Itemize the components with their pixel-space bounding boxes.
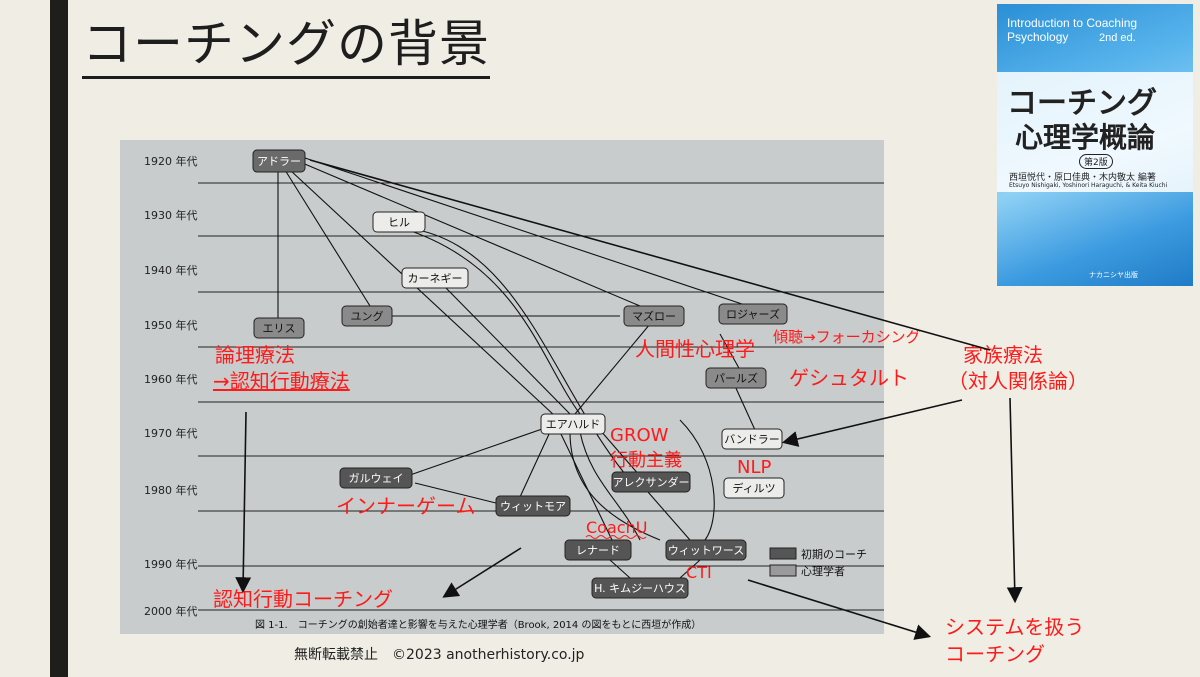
node-dilts: ディルツ (723, 477, 785, 499)
annotation-coachu: CoachU (586, 518, 647, 537)
annotation-cti: CTI (686, 563, 712, 582)
book-title-jp-2: 心理学概論 (1015, 121, 1156, 154)
decade-label: 1980 年代 (144, 483, 198, 497)
slide-title: コーチングの背景 (82, 14, 490, 79)
legend-label-psych: 心理学者 (801, 564, 845, 578)
decade-label: 1960 年代 (144, 372, 198, 386)
annotation-cognitive-coaching: 認知行動コーチング (213, 587, 393, 611)
decade-label: 1940 年代 (144, 263, 198, 277)
annotation-cbt: →認知行動療法 (213, 369, 350, 393)
decade-label: 1920 年代 (144, 154, 198, 168)
book-authors-en: Etsuyo Nishigaki, Yoshinori Haraguchi, &… (1009, 182, 1168, 189)
node-rogers: ロジャーズ (718, 303, 788, 325)
annotation-inner-game: インナーゲーム (336, 494, 475, 518)
annotation-grow: GROW (610, 425, 669, 446)
annotation-focusing: 傾聴→フォーカシング (773, 328, 921, 346)
book-title-jp-1: コーチング (1007, 86, 1157, 121)
legend-swatch-psych (769, 564, 797, 577)
decade-label: 1930 年代 (144, 208, 198, 222)
decade-label: 2000 年代 (144, 604, 198, 618)
coachu-underline (585, 535, 647, 539)
node-adler: アドラー (252, 149, 306, 173)
decade-labels: 1920 年代 1930 年代 1940 年代 1950 年代 1960 年代 … (144, 154, 198, 618)
annotation-arrows (235, 159, 1023, 640)
book-authors-jp: 西垣悦代・原口佳典・木内敬太 編著 (1009, 173, 1156, 183)
svg-text:レナード: レナード (576, 544, 620, 557)
svg-text:パールズ: パールズ (714, 371, 758, 385)
node-gallwey: ガルウェイ (339, 467, 413, 489)
book-cover-band (997, 72, 1193, 192)
red-annotations: 論理療法 →認知行動療法 傾聴→フォーカシング 人間性心理学 ゲシュタルト 家族… (213, 328, 1088, 666)
node-bandler: バンドラー (721, 428, 783, 450)
book-edition-en: 2nd ed. (1099, 32, 1136, 44)
annotation-family-therapy-sub: （対人関係論） (948, 369, 1088, 393)
legend-swatch-early (769, 547, 797, 560)
decade-label: 1950 年代 (144, 318, 198, 332)
decade-gridlines (198, 182, 884, 611)
svg-text:ユング: ユング (351, 309, 384, 323)
node-hill: ヒル (372, 211, 426, 233)
slide-sidebar-bar (50, 0, 68, 677)
svg-text:アドラー: アドラー (257, 155, 301, 168)
node-whitworth: ウィットワース (665, 539, 747, 561)
svg-text:H. キムジーハウス: H. キムジーハウス (594, 582, 686, 595)
svg-text:アレクサンダー: アレクサンダー (613, 475, 690, 489)
annotation-rebt: 論理療法 (215, 343, 295, 367)
book-edition-jp: 第2版 (1079, 154, 1113, 169)
svg-text:ヒル: ヒル (388, 216, 410, 229)
diagram-legend: 初期のコーチ 心理学者 (769, 547, 867, 578)
influence-lines (277, 157, 756, 579)
annotation-systems-coaching-1: システムを扱う (945, 615, 1084, 639)
node-leonard: レナード (564, 539, 632, 561)
svg-text:カーネギー: カーネギー (408, 272, 463, 285)
node-erhard: エアハルド (540, 413, 606, 435)
svg-text:ロジャーズ: ロジャーズ (726, 307, 780, 321)
node-jung: ユング (341, 305, 393, 327)
decade-label: 1970 年代 (144, 426, 198, 440)
node-whitmore: ウィットモア (495, 495, 571, 517)
annotation-behaviorism: 行動主義 (610, 450, 682, 471)
svg-text:マズロー: マズロー (632, 309, 676, 323)
node-maslow: マズロー (623, 305, 685, 327)
annotation-systems-coaching-2: コーチング (945, 642, 1045, 666)
svg-text:エアハルド: エアハルド (546, 418, 601, 431)
node-ellis: エリス (253, 317, 305, 339)
annotation-humanistic: 人間性心理学 (635, 337, 755, 361)
copyright-notice: 無断転載禁止 ©2023 anotherhistory.co.jp (294, 647, 585, 663)
diagram-caption: 図 1-1. コーチングの創始者達と影響を与えた心理学者（Brook, 2014… (255, 618, 701, 631)
svg-text:ウィットモア: ウィットモア (500, 500, 566, 513)
annotation-gestalt: ゲシュタルト (789, 366, 909, 390)
book-publisher: ナカニシヤ出版 (1089, 272, 1138, 279)
svg-text:ウィットワース: ウィットワース (668, 544, 744, 557)
legend-label-early: 初期のコーチ (801, 547, 867, 561)
node-kimsey-house: H. キムジーハウス (591, 577, 689, 599)
node-alexander: アレクサンダー (611, 471, 691, 493)
svg-text:バンドラー: バンドラー (724, 433, 780, 446)
decade-label: 1990 年代 (144, 557, 198, 571)
svg-text:ガルウェイ: ガルウェイ (349, 472, 404, 485)
svg-text:ディルツ: ディルツ (732, 481, 775, 495)
book-cover-image: Introduction to Coaching Psychology 2nd … (997, 4, 1193, 286)
node-perls: パールズ (705, 367, 767, 389)
svg-text:エリス: エリス (263, 322, 296, 335)
annotation-nlp: NLP (737, 457, 771, 478)
book-title-en: Introduction to Coaching Psychology (1007, 16, 1138, 44)
node-carnegie: カーネギー (401, 267, 469, 289)
